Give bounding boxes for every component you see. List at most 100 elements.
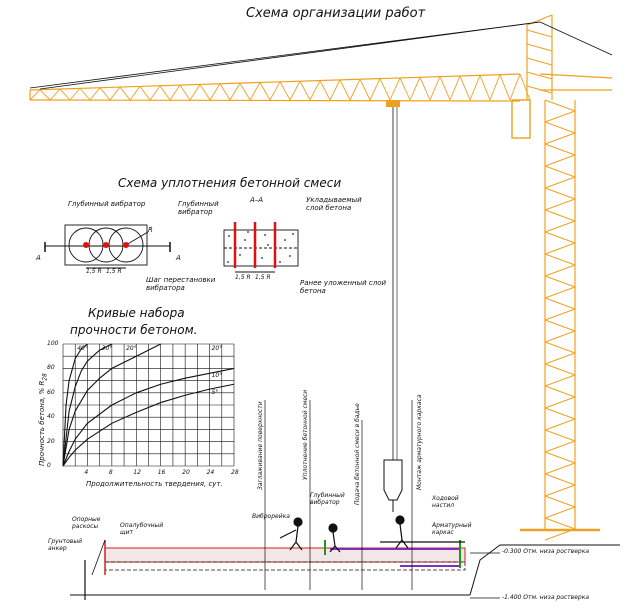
jib-brace [159, 85, 171, 101]
jib-brace [69, 88, 81, 101]
workers [279, 515, 409, 553]
curves-title-1: Кривые набора [88, 306, 185, 320]
jib-brace [399, 77, 411, 101]
mast-brace [544, 451, 576, 464]
jib-brace [189, 84, 201, 101]
mast-brace [544, 187, 576, 200]
jib-brace [519, 73, 531, 101]
y-tick-label: 0 [47, 462, 51, 469]
dim-label-4: 1,5 R [255, 274, 271, 281]
jib-brace [269, 81, 281, 101]
page-title: Схема организации работ [246, 6, 426, 21]
jib-brace [199, 84, 211, 101]
mast-brace [544, 429, 576, 442]
mast-brace [544, 99, 576, 112]
mast-lacing [526, 29, 576, 541]
mast-brace [544, 517, 576, 530]
jib-brace [229, 82, 241, 101]
jib-brace [329, 79, 341, 101]
label-compaction: Уплотнение бетонной смеси [302, 389, 309, 480]
jib-brace [169, 84, 181, 101]
mast-brace [544, 242, 576, 255]
jib-brace [489, 74, 501, 101]
mast-brace [544, 484, 576, 497]
x-tick-label: 8 [108, 469, 113, 476]
jib-brace [49, 88, 61, 101]
mast-brace [544, 275, 576, 288]
jib-brace [279, 81, 291, 101]
dim-label-3: 1,5 R [235, 274, 251, 281]
jib-brace [419, 77, 431, 101]
y-tick-label: 100 [47, 340, 59, 347]
mast-brace [544, 176, 576, 189]
curve-label: 20° [211, 345, 223, 352]
jib-brace [479, 75, 491, 101]
jib-brace [129, 86, 141, 101]
mast-brace [526, 29, 553, 38]
series-line-1 [62, 343, 113, 467]
mast-brace [526, 85, 553, 94]
mast-brace [544, 418, 576, 431]
jib-brace [309, 80, 321, 101]
step-label: Шаг перестановки вибратора [146, 276, 216, 292]
jib-brace [379, 78, 391, 101]
dim-label-2: 1,5 R [106, 268, 122, 275]
section-title: А–А [250, 196, 264, 204]
mast-brace [544, 440, 576, 453]
jib-brace [139, 86, 151, 101]
section-mark-right: А [176, 254, 181, 262]
walkway-label: Ходовой настил [432, 495, 459, 509]
compaction-section [223, 229, 299, 273]
mast-brace [544, 121, 576, 134]
crane-trolley [386, 100, 400, 460]
mast-brace [544, 165, 576, 178]
radius-label: R [148, 226, 153, 234]
jib-brace [369, 78, 381, 101]
jib-brace [99, 87, 111, 101]
supports-label: Опорные раскосы [72, 516, 101, 530]
series-line-0 [62, 343, 88, 467]
mast-brace [544, 220, 576, 233]
rebar-cage-label: Арматурный каркас [432, 522, 472, 536]
mast-brace [544, 110, 576, 123]
mast-brace [544, 473, 576, 486]
mast-brace [544, 132, 576, 145]
label-bucket-delivery: Подача бетонной смеси в бадье [354, 403, 361, 505]
mast-brace [544, 286, 576, 299]
jib-brace [339, 79, 351, 101]
x-tick-label: 20 [182, 469, 190, 476]
section-vibrators [233, 222, 277, 268]
curve-label: 5° [211, 388, 219, 396]
jib-brace [59, 88, 71, 101]
concrete-bucket [383, 459, 403, 512]
jib-brace [389, 77, 401, 101]
deep-vibrator-label-2: Глубинный вибратор [178, 200, 219, 216]
jib-brace [259, 82, 271, 101]
jib-brace [469, 75, 481, 101]
mast-brace [526, 43, 553, 52]
jib-brace [429, 76, 441, 101]
dim-label-1: 1,5 R [86, 268, 102, 275]
jib-brace [449, 75, 461, 101]
x-tick-label: 16 [157, 469, 166, 476]
jib-brace [459, 75, 471, 101]
jib-brace [319, 80, 331, 101]
jib-brace [509, 73, 521, 101]
section-mark-left: А [36, 254, 41, 262]
deep-vibrator-label: Глубинный вибратор [68, 200, 146, 208]
curves-title-2: прочности бетоном. [70, 323, 198, 337]
curve-label: 30° [101, 345, 113, 352]
label-rebar-install: Монтаж арматурного каркаса [416, 394, 423, 490]
laid-layer-label: Укладываемый слой бетона [306, 196, 362, 212]
jib-brace [249, 82, 261, 101]
y-tick-label: 60 [47, 388, 55, 396]
jib-brace [109, 86, 121, 101]
curve-label: 20° [126, 345, 137, 352]
jib-brace [359, 79, 371, 101]
curve-label: 10° [211, 371, 223, 379]
mast-brace [544, 143, 576, 156]
mast-brace [544, 407, 576, 420]
site-vibrator-label: Глубинный вибратор [310, 492, 345, 506]
jib-brace [239, 82, 251, 101]
